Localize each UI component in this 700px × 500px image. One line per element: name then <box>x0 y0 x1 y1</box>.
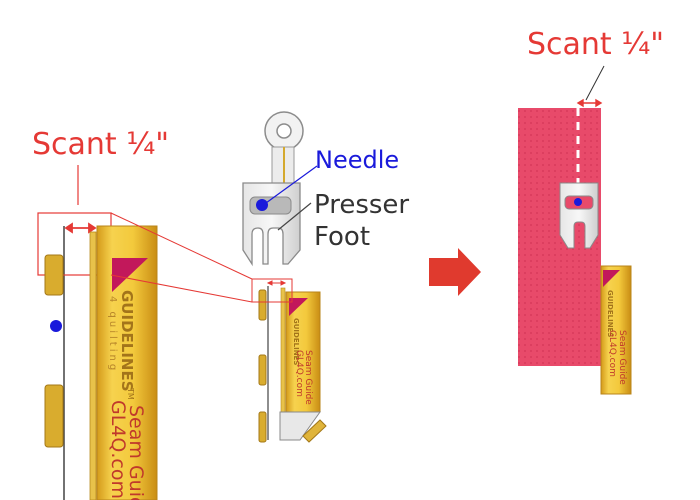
left-tm-text: TM <box>126 387 135 400</box>
left-product-text: Seam Guide <box>125 405 147 500</box>
right-scant-label: Scant ¼" <box>527 27 664 62</box>
right-result: Scant ¼" GUIDELINES Seam Guide GL4Q.com <box>518 27 664 395</box>
presser-foot-label-line2: Foot <box>314 222 370 252</box>
right-product-text: Seam Guide <box>617 330 627 385</box>
middle-product-text: Seam Guide <box>303 350 313 405</box>
needle-dot <box>50 320 62 332</box>
guide-bump <box>258 289 267 321</box>
guide-red-triangle <box>603 270 620 287</box>
left-brand-text: GUIDELINES <box>118 290 136 392</box>
guide-foot-base <box>279 411 321 441</box>
guide-bump <box>258 354 267 386</box>
middle-measure-arrow <box>266 280 287 286</box>
presser-leader <box>277 202 312 231</box>
guide-bump <box>258 411 267 443</box>
transition-arrow <box>429 248 481 296</box>
right-measure-arrow <box>576 98 603 108</box>
presser-foot <box>242 182 301 267</box>
presser-foot-label-line1: Presser <box>314 190 409 220</box>
middle-zoom-box <box>251 278 293 303</box>
middle-site-text: GL4Q.com <box>294 350 304 397</box>
guide-red-triangle <box>289 298 308 316</box>
left-brand-sub-text: 4 quilting <box>107 296 118 373</box>
left-detail: Scant ¼" GUIDELINES TM 4 quilting Seam G… <box>32 127 253 500</box>
right-label-leader <box>585 65 605 101</box>
machine-view: Needle Presser Foot GUIDELINES Seam Guid… <box>242 111 409 443</box>
left-measure-arrow <box>64 222 97 234</box>
left-scant-label: Scant ¼" <box>32 127 169 162</box>
zoom-connector <box>110 212 253 280</box>
needle-label: Needle <box>315 146 399 174</box>
bobbin-hub <box>276 123 292 139</box>
guide-bump <box>44 254 64 296</box>
right-site-text: GL4Q.com <box>607 330 617 377</box>
guide-foot-tab <box>302 419 327 443</box>
needle-dot <box>574 198 582 206</box>
left-site-text: GL4Q.com <box>107 400 129 499</box>
right-brand-text: GUIDELINES <box>606 290 614 337</box>
guide-rail <box>89 231 97 500</box>
zoom-connector <box>110 274 253 303</box>
needle-dot <box>256 199 268 211</box>
middle-brand-text: GUIDELINES <box>292 318 300 365</box>
needle-leader <box>265 165 318 204</box>
guide-red-triangle <box>112 258 148 292</box>
seam-guide-body <box>600 265 632 395</box>
guide-bump <box>44 384 64 448</box>
